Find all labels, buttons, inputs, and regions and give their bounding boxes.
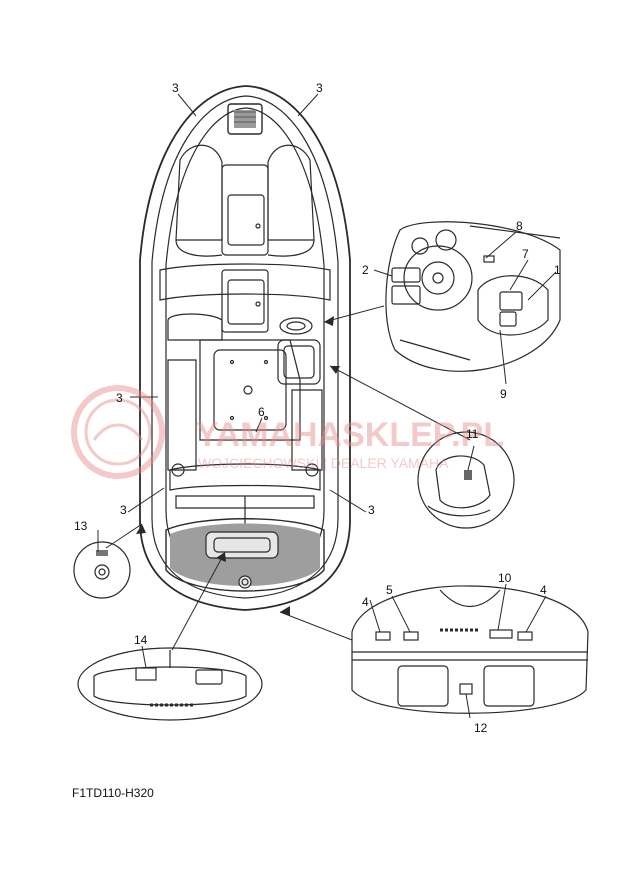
callout-14: 14	[134, 633, 148, 647]
callout-3: 3	[120, 503, 127, 517]
helm-detail-view	[385, 221, 561, 372]
callout-3: 3	[116, 391, 123, 405]
watermark-subtitle: WOJCIECHOWSKI | DEALER YAMAHA	[198, 455, 449, 471]
callout-13: 13	[74, 519, 88, 533]
callout-numbers: 3 3 8 2 7 1 9 3 6 11 3 3 13 5 10 4 4 14 …	[74, 81, 561, 735]
callout-10: 10	[498, 571, 512, 585]
boat-hull	[139, 85, 351, 611]
transom-detail-view	[351, 585, 589, 714]
callout-2: 2	[362, 263, 369, 277]
detail-11-view	[417, 431, 515, 529]
callout-6: 6	[258, 405, 265, 419]
watermark-title: YAMAHASKLEP.PL	[196, 416, 504, 454]
arrow-heads	[136, 316, 340, 616]
callout-9: 9	[500, 387, 507, 401]
callout-4: 4	[362, 595, 369, 609]
detail-13-view	[73, 541, 131, 599]
callout-5: 5	[386, 583, 393, 597]
callout-7: 7	[522, 247, 529, 261]
detail-14-view	[77, 647, 263, 721]
leader-lines	[97, 93, 557, 719]
callout-1: 1	[554, 263, 561, 277]
callout-12: 12	[474, 721, 488, 735]
figure-code: F1TD110-H320	[72, 786, 154, 800]
callout-8: 8	[516, 219, 523, 233]
callout-3: 3	[316, 81, 323, 95]
callout-11: 11	[466, 427, 479, 441]
callout-3: 3	[172, 81, 179, 95]
callout-3: 3	[368, 503, 375, 517]
watermark: YAMAHASKLEP.PL WOJCIECHOWSKI | DEALER YA…	[71, 385, 504, 479]
callout-4: 4	[540, 583, 547, 597]
